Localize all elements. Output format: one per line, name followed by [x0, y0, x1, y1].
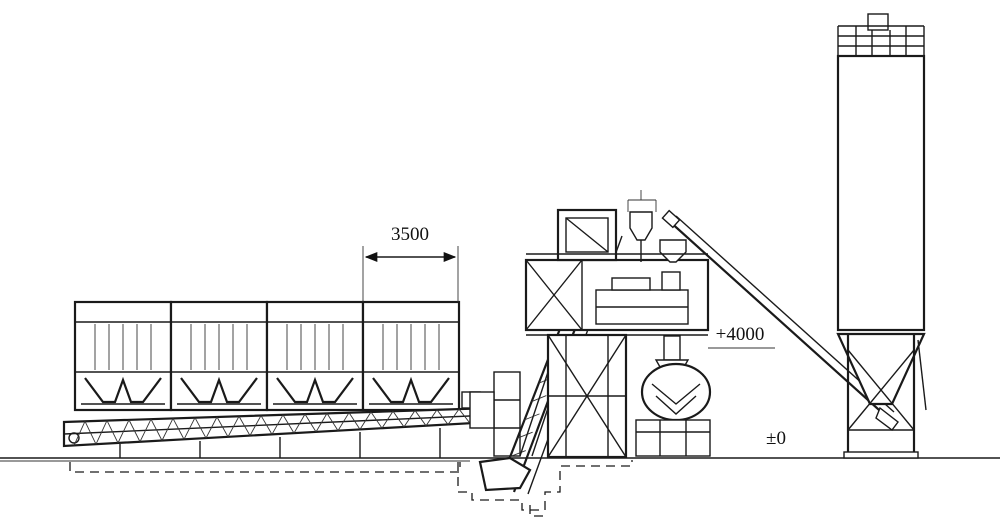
ground-line — [0, 457, 1000, 462]
foundation-outline — [69, 460, 633, 517]
bin-width-dimension: 3500 — [362, 224, 459, 302]
aggregate-bin — [265, 300, 365, 412]
platform-elevation-marker: +4000 — [708, 324, 775, 349]
bin-belt-conveyor — [62, 406, 494, 458]
aggregate-bin — [361, 300, 461, 412]
truck-mixer — [635, 335, 712, 457]
platform-elevation-label: +4000 — [716, 324, 765, 345]
aggregate-bins — [73, 300, 481, 412]
mixer-platform — [524, 190, 710, 336]
mixer-support-frame — [546, 333, 628, 459]
bin-width-label: 3500 — [391, 224, 429, 245]
aggregate-bin — [169, 300, 269, 412]
aggregate-bin — [73, 300, 173, 412]
ground-elevation-label: ±0 — [766, 428, 786, 449]
cement-silo — [836, 13, 927, 459]
